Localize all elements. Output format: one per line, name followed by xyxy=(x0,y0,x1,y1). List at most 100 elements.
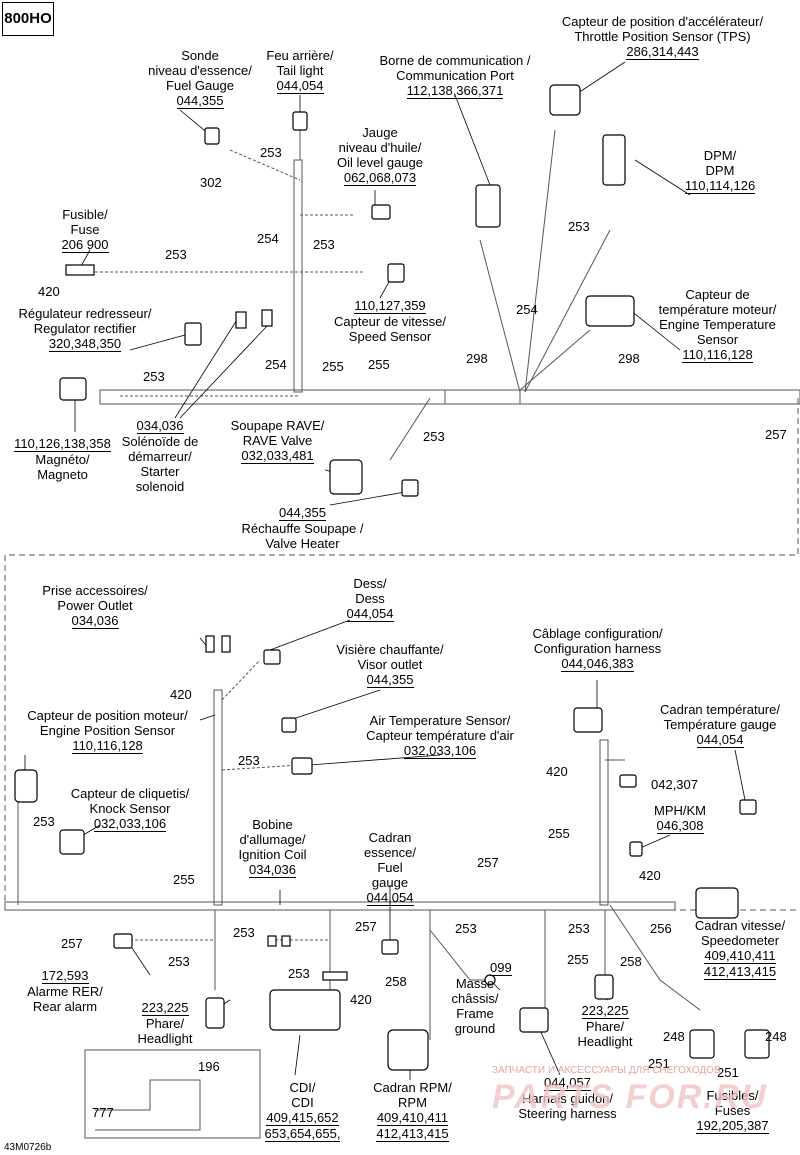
power-outlet-connector-b xyxy=(221,635,231,653)
config-harness-label: Câblage configuration/Configuration harn… xyxy=(532,626,663,672)
fuse-holder xyxy=(65,264,95,276)
callout-253: 253 xyxy=(143,369,165,384)
rpm-dial-label: Cadran RPM/RPM 409,410,411 412,413,415 xyxy=(373,1080,452,1142)
callout-255: 255 xyxy=(173,872,195,887)
ref-042-connector xyxy=(619,774,637,788)
callout-255: 255 xyxy=(322,359,344,374)
dess-connector xyxy=(263,649,281,665)
drawing-code: 43M0726b xyxy=(4,1142,52,1153)
callout-302: 302 xyxy=(200,175,222,190)
callout-253: 253 xyxy=(168,954,190,969)
callout-258: 258 xyxy=(385,974,407,989)
speedometer-label: Cadran vitesse/Speedometer 409,410,411 4… xyxy=(694,918,786,980)
engine-position-sensor-label: Capteur de position moteur/Engine Positi… xyxy=(27,708,188,754)
callout-257: 257 xyxy=(477,855,499,870)
callout-298: 298 xyxy=(618,351,640,366)
oil-gauge-connector xyxy=(371,204,391,220)
air-temp-sensor-label: Air Temperature Sensor/Capteur températu… xyxy=(366,713,514,759)
callout-257: 257 xyxy=(61,936,83,951)
callout-258: 258 xyxy=(620,954,642,969)
power-outlet-connector-a xyxy=(205,635,215,653)
left-vertical-branch xyxy=(213,689,223,906)
regulator-connector xyxy=(184,322,202,346)
callout-257: 257 xyxy=(765,427,787,442)
headlight-left-label: 223,225 Phare/Headlight xyxy=(137,1000,193,1046)
callout-253: 253 xyxy=(165,247,187,262)
dpm-connector xyxy=(602,134,626,186)
knock-sensor-label: Capteur de cliquetis/Knock Sensor 032,03… xyxy=(70,786,190,832)
callout-420: 420 xyxy=(38,284,60,299)
engine-pos-connector xyxy=(14,769,38,803)
callout-255: 255 xyxy=(567,952,589,967)
rave-valve xyxy=(329,459,363,495)
callout-255: 255 xyxy=(368,357,390,372)
visor-outlet-label: Visière chauffante/Visor outlet 044,355 xyxy=(336,642,444,688)
speed-sensor-label: 110,127,359 Capteur de vitesse/Speed Sen… xyxy=(333,298,446,344)
knock-sensor-connector xyxy=(59,829,85,855)
fuel-dial-connector xyxy=(381,939,399,955)
magneto-label: 110,126,138,358 Magnéto/Magneto xyxy=(14,436,111,482)
fuses-label: Fusibles/Fuses 192,205,387 xyxy=(696,1088,769,1134)
cdi-label: CDI/CDI 409,415,652 653,654,655, xyxy=(264,1080,341,1142)
temp-gauge-connector xyxy=(739,799,757,815)
lower-main-harness xyxy=(4,901,676,911)
ref-042-307: 042,307 xyxy=(651,777,698,792)
callout-257: 257 xyxy=(355,919,377,934)
callout-420: 420 xyxy=(639,868,661,883)
starter-connector-b xyxy=(261,309,273,327)
ignition-connector-b xyxy=(281,935,291,947)
model-label: 800HO xyxy=(2,2,54,36)
mph-connector xyxy=(629,841,643,857)
callout-254: 254 xyxy=(516,302,538,317)
dess-label: Dess/Dess 044,054 xyxy=(346,576,394,622)
upper-main-harness xyxy=(99,389,800,405)
comm-port-connector xyxy=(475,184,501,228)
callout-253: 253 xyxy=(568,219,590,234)
callout-254: 254 xyxy=(265,357,287,372)
callout-420: 420 xyxy=(170,687,192,702)
engine-temp-connector xyxy=(585,295,635,327)
rear-alarm-connector xyxy=(113,933,133,949)
comm-port-label: Borne de communication /Communication Po… xyxy=(379,53,531,99)
callout-253: 253 xyxy=(33,814,55,829)
rave-valve-label: Soupape RAVE/RAVE Valve 032,033,481 xyxy=(230,418,325,464)
callout-253: 253 xyxy=(238,753,260,768)
valve-heater-label: 044,355 Réchauffe Soupape /Valve Heater xyxy=(241,505,364,551)
callout-298: 298 xyxy=(466,351,488,366)
callout-253: 253 xyxy=(288,966,310,981)
fuel-gauge-connector xyxy=(204,127,220,145)
callout-777: 777 xyxy=(92,1105,114,1120)
fuse-block-b xyxy=(744,1029,770,1059)
cdi-module xyxy=(269,989,341,1031)
power-outlet-label: Prise accessoires/Power Outlet 034,036 xyxy=(42,583,148,629)
callout-196: 196 xyxy=(198,1059,220,1074)
callout-251: 251 xyxy=(648,1056,670,1071)
callout-420: 420 xyxy=(546,764,568,779)
callout-256: 256 xyxy=(650,921,672,936)
callout-253: 253 xyxy=(260,145,282,160)
callout-248: 248 xyxy=(663,1029,685,1044)
watermark-text: ЗАПЧАСТИ И АКСЕССУАРЫ ДЛЯ СНЕГОХОДОВ xyxy=(492,1065,721,1076)
steering-harness-label: 044,057 Harnais guidon/Steering harness xyxy=(518,1075,617,1121)
dpm-label: DPM/DPM 110,114,126 xyxy=(684,148,756,194)
regulator-rectifier-label: Régulateur redresseur/Regulator rectifie… xyxy=(18,306,152,352)
tail-light-label: Feu arrière/Tail light 044,054 xyxy=(266,48,334,94)
starter-connector-a xyxy=(235,311,247,329)
visor-connector xyxy=(281,717,297,733)
callout-253: 253 xyxy=(233,925,255,940)
steering-harness-connector xyxy=(519,1007,549,1033)
callout-253: 253 xyxy=(568,921,590,936)
callout-253: 253 xyxy=(455,921,477,936)
speed-sensor-connector xyxy=(387,263,405,283)
air-temp-connector xyxy=(291,757,313,775)
ground-strap-420 xyxy=(322,971,348,981)
cdi-detail-inset xyxy=(84,1049,261,1139)
tps-connector xyxy=(549,84,581,116)
